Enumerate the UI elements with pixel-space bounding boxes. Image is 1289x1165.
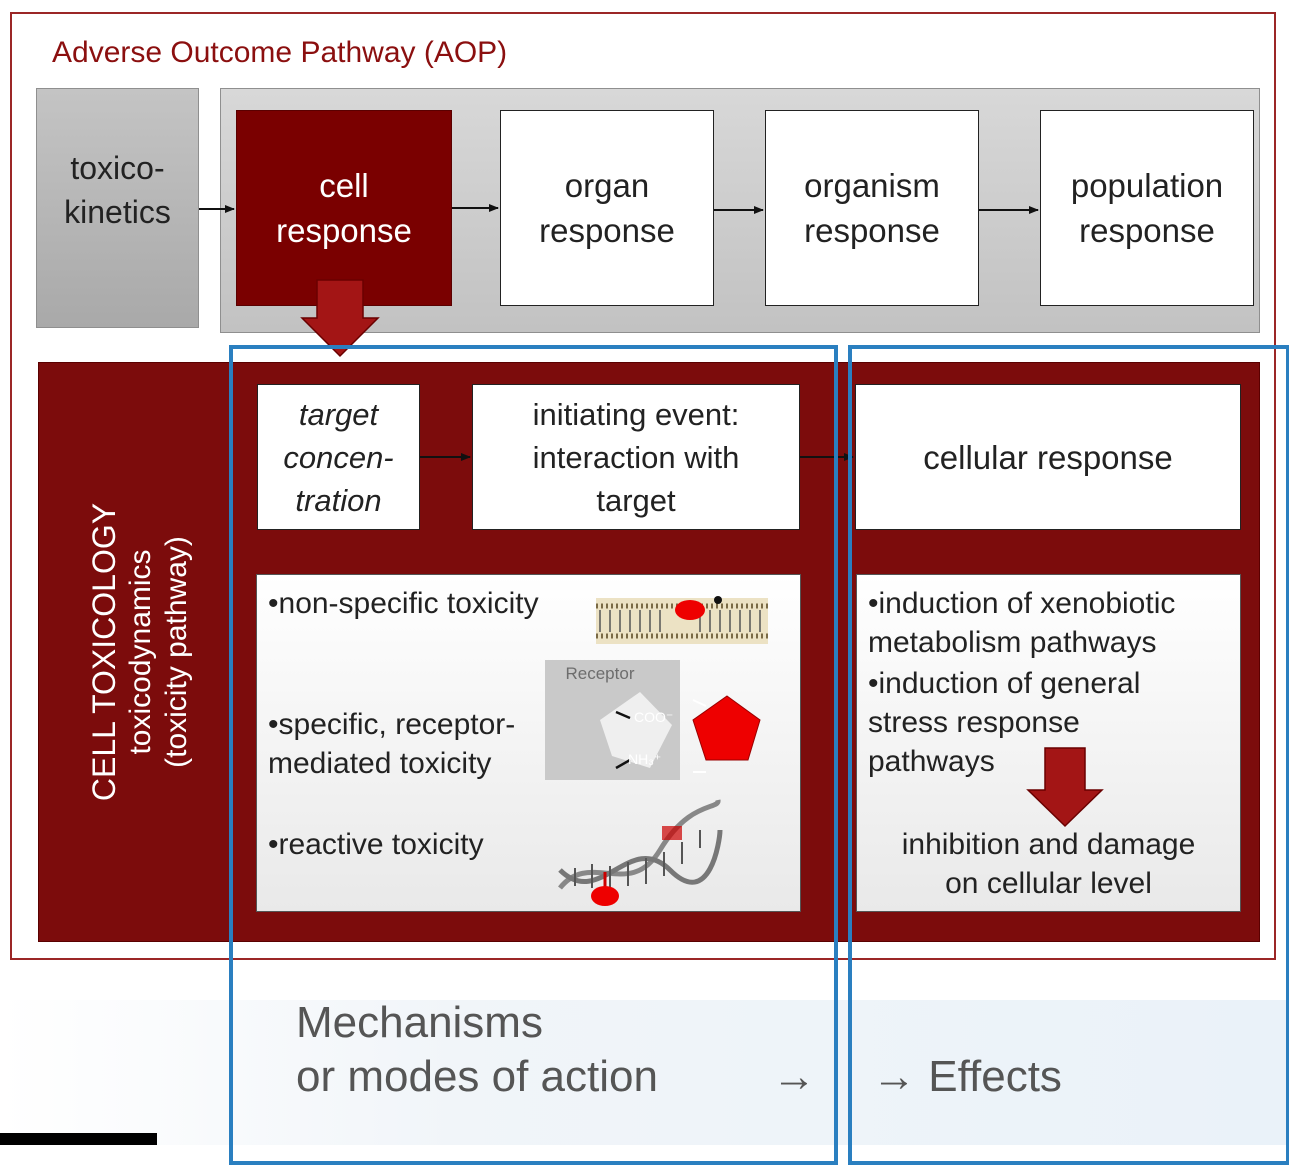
bottom-background [0, 1000, 1289, 1145]
effects-label: → Effects [872, 1052, 1062, 1101]
population-response-box: population response [1040, 110, 1254, 306]
organism-response-box: organism response [765, 110, 979, 306]
diagram-title: Adverse Outcome Pathway (AOP) [52, 36, 508, 69]
xenobiotic-item: •induction of xenobiotic metabolism path… [868, 587, 1176, 659]
target-concentration-box: target concen- tration [257, 384, 420, 530]
receptor-label: Receptor [565, 664, 635, 683]
nh3-label: NH₃⁺ [628, 751, 661, 767]
mechanisms-label: Mechanisms or modes of action [296, 998, 658, 1101]
stress-response-item: •induction of general stress response pa… [868, 667, 1141, 778]
corner-bar [0, 1133, 157, 1145]
effects-panel [856, 574, 1241, 912]
organ-response-box: organ response [500, 110, 714, 306]
toxicokinetics-label: toxico- kinetics [64, 150, 171, 230]
reactive-toxicity-item: •reactive toxicity [268, 828, 484, 861]
effects-down-arrow [1026, 747, 1104, 828]
specific-toxicity-item: •specific, receptor- mediated toxicity [268, 708, 516, 780]
receptor-ligand-icon: COO⁻ NH₃⁺ [600, 692, 761, 773]
nonspecific-toxicity-item: •non-specific toxicity [268, 587, 539, 620]
mechanisms-arrow: → [772, 1052, 816, 1101]
cellular-response-box: cellular response [855, 384, 1241, 530]
toxicokinetics-block [36, 88, 199, 328]
initiating-event-box: initiating event: interaction with targe… [472, 384, 800, 530]
dna-helix-icon [558, 799, 723, 906]
effects-frame [848, 345, 1289, 1165]
cell-down-arrow [300, 279, 380, 358]
lipid-bilayer-icon [596, 596, 768, 644]
coo-label: COO⁻ [634, 709, 673, 725]
inhibition-damage-item: inhibition and damage on cellular level [901, 828, 1196, 900]
